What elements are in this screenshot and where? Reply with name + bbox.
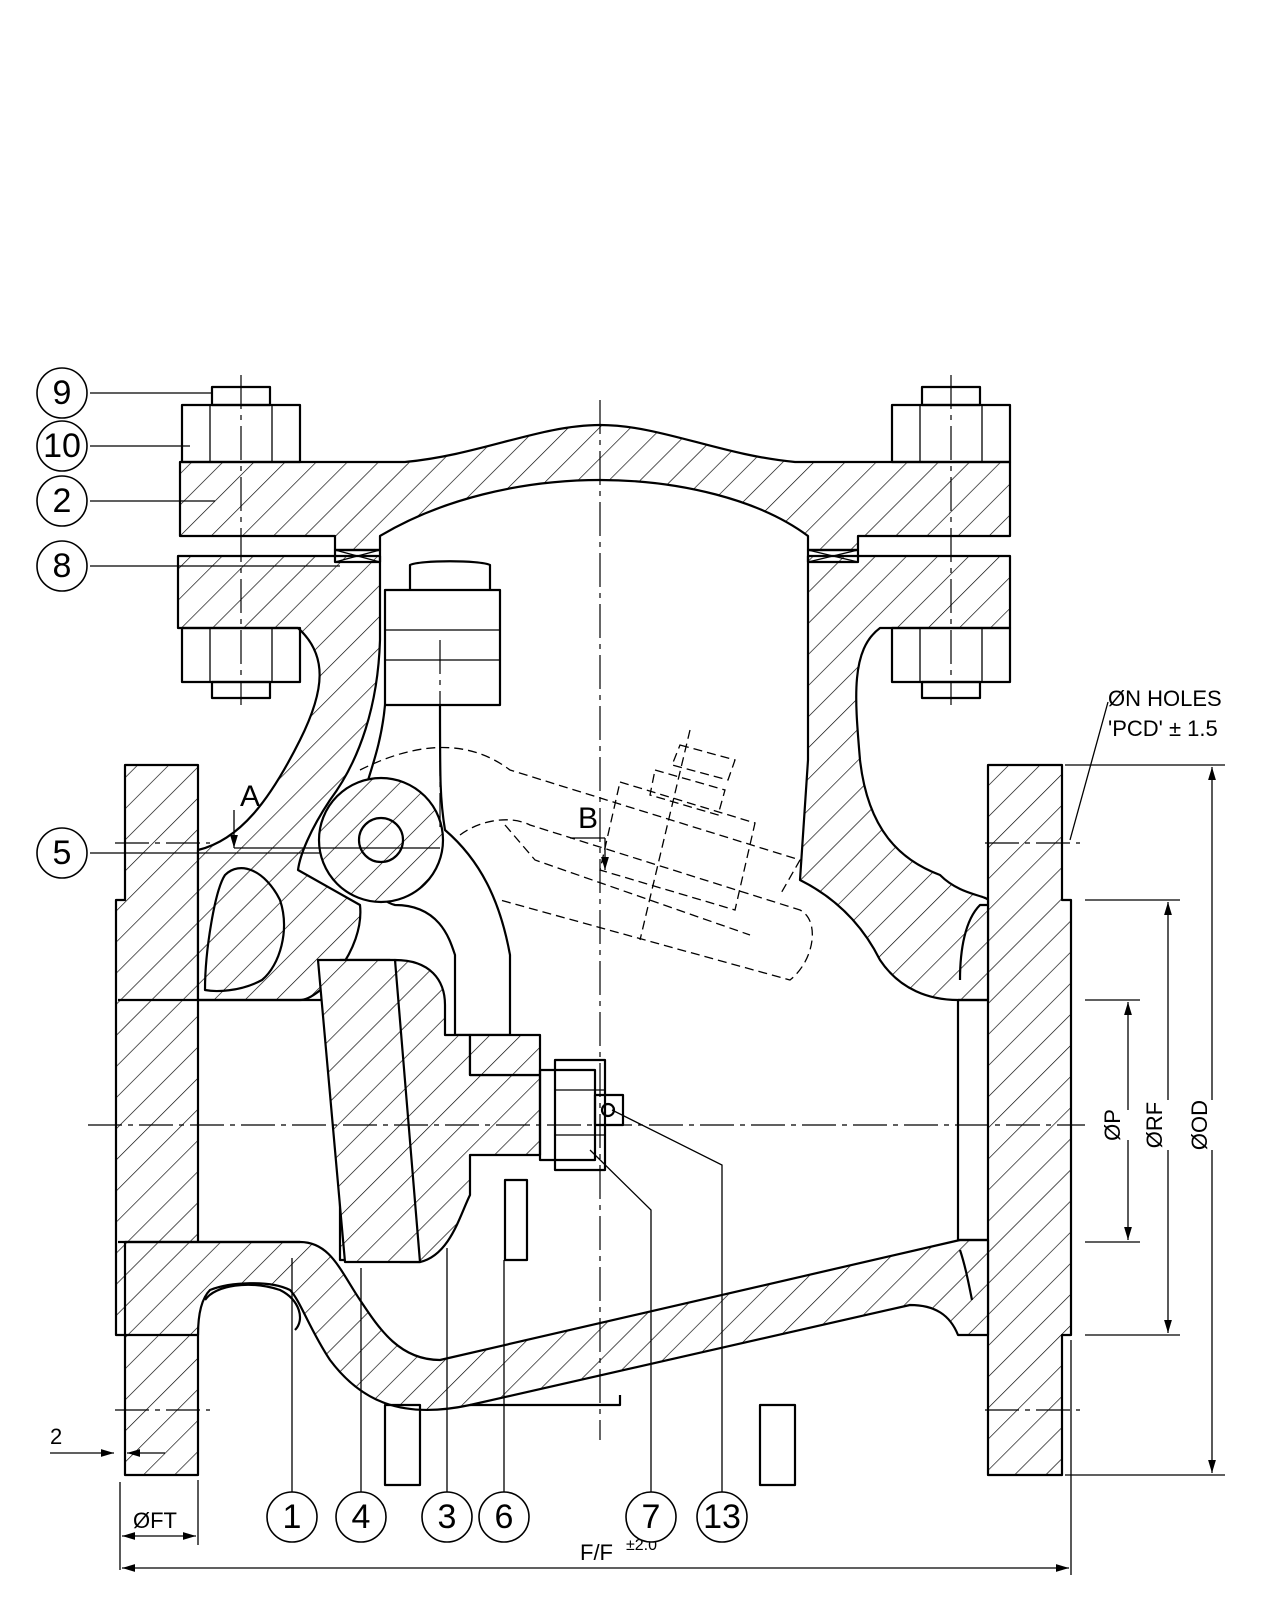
svg-text:5: 5 bbox=[53, 834, 72, 872]
body-lower-wall bbox=[123, 1238, 990, 1412]
svg-text:9: 9 bbox=[53, 374, 72, 412]
svg-text:B: B bbox=[578, 802, 598, 835]
cotter-pin bbox=[593, 1093, 625, 1127]
svg-text:A: A bbox=[240, 780, 260, 813]
dimension-rf: ØRF bbox=[1085, 899, 1180, 1336]
dimension-raised-face-gap: 2 bbox=[50, 1424, 165, 1457]
dimension-face-to-face: F/F ±2.0 bbox=[122, 1340, 1072, 1575]
valve-body bbox=[114, 554, 1073, 1487]
balloon-10: 10 bbox=[36, 420, 190, 472]
disc-washer bbox=[468, 1033, 542, 1077]
right-outlet-flange bbox=[986, 763, 1073, 1477]
body-upper-left-wall bbox=[176, 554, 382, 1002]
disc-open-position-hidden-lines bbox=[359, 729, 813, 981]
svg-text:ØFT: ØFT bbox=[133, 1508, 177, 1533]
svg-text:7: 7 bbox=[642, 1498, 661, 1536]
dimension-ft: ØFT bbox=[119, 1480, 199, 1570]
dimension-p: ØP bbox=[1085, 999, 1140, 1243]
section-mark-b: B bbox=[570, 802, 609, 870]
svg-text:10: 10 bbox=[43, 427, 81, 465]
hinge-pin bbox=[357, 816, 405, 864]
svg-text:6: 6 bbox=[495, 1498, 514, 1536]
bonnet-cover bbox=[178, 423, 1012, 552]
svg-text:2: 2 bbox=[50, 1424, 62, 1449]
flange-holes-note: ØN HOLES 'PCD' ± 1.5 bbox=[1069, 686, 1222, 841]
balloon-3: 3 bbox=[421, 1248, 473, 1543]
svg-text:F/F: F/F bbox=[580, 1540, 613, 1565]
stud-bolts-and-nuts bbox=[180, 385, 1012, 700]
hinge-arm-assembly bbox=[316, 560, 625, 1264]
svg-text:ØOD: ØOD bbox=[1187, 1100, 1212, 1150]
disc-nut bbox=[538, 1068, 597, 1162]
svg-text:2: 2 bbox=[53, 482, 72, 520]
hinge-pin-boss bbox=[317, 776, 445, 904]
seat-ring bbox=[316, 958, 422, 1264]
svg-text:ØP: ØP bbox=[1100, 1109, 1125, 1141]
dimension-od: ØOD bbox=[1065, 764, 1225, 1476]
svg-text:13: 13 bbox=[703, 1498, 741, 1536]
balloon-6: 6 bbox=[478, 1260, 530, 1543]
balloon-13: 13 bbox=[611, 1109, 748, 1543]
svg-text:3: 3 bbox=[438, 1498, 457, 1536]
center-lines bbox=[88, 375, 1085, 1440]
body-upper-right-wall bbox=[798, 554, 1012, 1002]
svg-text:ØN HOLES: ØN HOLES bbox=[1108, 686, 1222, 711]
balloon-5: 5 bbox=[36, 827, 320, 879]
balloon-2: 2 bbox=[36, 475, 215, 527]
svg-text:8: 8 bbox=[53, 547, 72, 585]
svg-text:4: 4 bbox=[352, 1498, 371, 1536]
balloon-1: 1 bbox=[266, 1258, 318, 1543]
svg-text:'PCD' ± 1.5: 'PCD' ± 1.5 bbox=[1108, 716, 1218, 741]
left-inlet-flange bbox=[114, 763, 200, 1477]
balloon-9: 9 bbox=[36, 367, 212, 419]
svg-text:ØRF: ØRF bbox=[1142, 1102, 1167, 1148]
balloon-8: 8 bbox=[36, 540, 340, 592]
balloon-7: 7 bbox=[589, 1149, 677, 1543]
bonnet-gasket bbox=[333, 548, 860, 564]
section-mark-a: A bbox=[230, 780, 440, 849]
svg-text:1: 1 bbox=[283, 1498, 302, 1536]
balloon-4: 4 bbox=[335, 1268, 387, 1543]
